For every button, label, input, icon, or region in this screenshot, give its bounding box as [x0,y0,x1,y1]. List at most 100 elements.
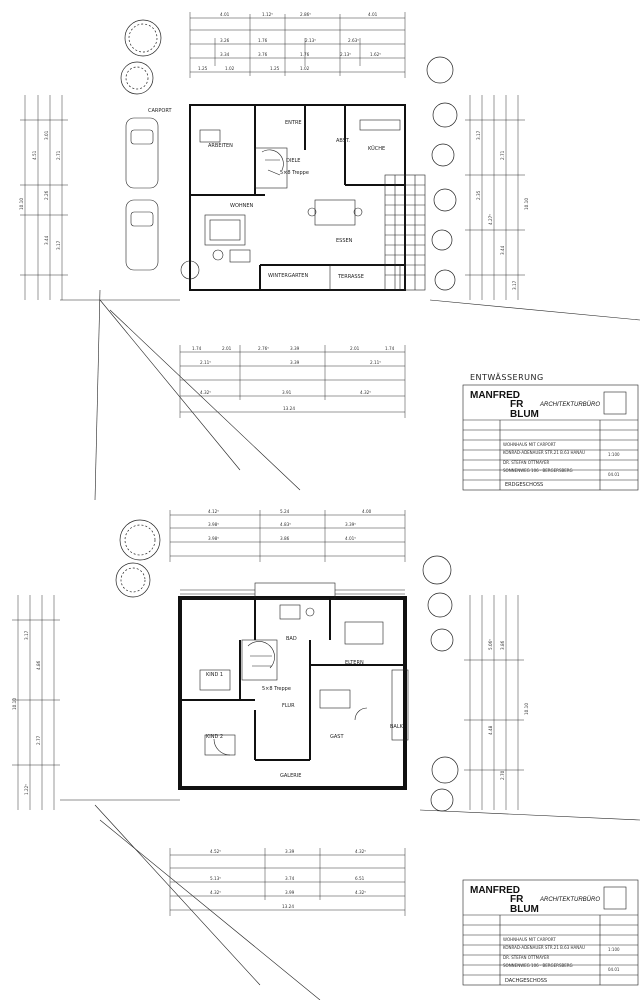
architect-logo-tag: ARCHITEKTURBÜRO [539,896,600,903]
dim-label: 2.71 [500,150,505,160]
client-address: SONNENWEG 106 · BERGERSBERG [503,963,573,968]
project-name: WOHNHAUS MIT CARPORT [503,937,556,942]
dim-label: 3.39⁵ [345,522,356,527]
dim-label: 2.13⁵ [340,52,351,57]
architect-logo-name: MANFRED [470,885,520,896]
dim-label: 4.32⁵ [355,890,366,895]
bottom-dimension-chain: 1.74 2.01 2.76⁵ 3.39 2.01 1.74 2.11⁵ 3.3… [179,345,406,418]
room-label-flur: FLUR [282,703,295,709]
dim-label: 3.74 [285,876,295,881]
dim-label: 3.01 [44,130,49,140]
dim-label: 4.01 [368,12,378,17]
dim-label: 4.86 [36,660,41,670]
dim-label: 2.63⁵ [348,38,359,43]
attic-floor-walls [178,582,409,790]
room-label-balk: BALK. [390,724,405,730]
dim-label: 4.52⁵ [210,849,221,854]
dim-label: 2.11⁵ [370,360,381,365]
room-label-wohnen: WOHNEN [230,203,254,209]
room-label-kuche: KÜCHE [368,145,385,152]
dim-label: 10.10 [19,198,24,210]
tree-symbol [426,56,458,291]
dim-label: 1.02 [225,66,235,71]
dim-label: 1.02 [300,66,310,71]
left-dimension-chain: 10.10 3.17 4.86 2.77 1.22⁵ [12,595,60,810]
right-dimension-chain: 3.86 5.06⁵ 4.48 2.70 10.10 [464,595,529,810]
room-label-kind2: KIND 2 [206,734,223,740]
dim-label: 2.35 [476,190,481,200]
room-label-essen: ESSEN [336,238,353,244]
room-label-arbeiten: ARBEITEN [208,143,233,149]
dim-label: 5.24 [280,509,290,514]
project-address: KONRAD-ADENAUER STR.21 B.63 HANAU [503,450,585,455]
dim-label: 4.51 [32,150,37,160]
dim-label: 2.26 [44,190,49,200]
dim-label: 4.01 [220,12,230,17]
dim-label: 2.71 [56,150,61,160]
ground-floor-walls [189,104,406,291]
dim-label: 4.27⁵ [488,214,493,225]
dim-label: 1.76 [300,52,310,57]
title-block-attic: MANFRED FR BLUM ARCHITEKTURBÜRO WOHNHAUS… [462,879,639,986]
plan-date: 04.01 [608,472,620,477]
terrace-hatch [329,174,426,291]
room-label-gast: GAST [330,734,344,740]
furniture [180,119,401,280]
dim-label: 3.39 [290,360,300,365]
dim-label: 1.74 [192,346,202,351]
room-label-eltern: ELTERN [345,660,364,666]
dim-label: 3.26 [220,38,230,43]
room-label-stair: 5×8 Treppe [262,686,291,692]
dim-label: 3.17 [24,630,29,640]
dim-label: 2.70 [500,770,505,780]
dim-label: 13.24 [283,406,295,411]
dim-label: 4.83⁵ [280,522,291,527]
room-label-stair: 5×8 Treppe [280,170,309,176]
dim-label: 3.91 [282,390,292,395]
tree-symbol [115,519,161,598]
dim-label: 1.76 [258,38,268,43]
furniture [199,604,384,756]
dim-label: 13.24 [282,904,294,909]
architect-logo-fr: FR [510,399,524,410]
dim-label: 2.11⁵ [200,360,211,365]
drainage-heading: ENTWÄSSERUNG [470,372,544,382]
dim-label: 3.17 [512,280,517,290]
dim-label: 2.01 [222,346,232,351]
dim-label: 2.13⁵ [305,38,316,43]
bottom-dimension-chain: 4.52⁵ 3.39 4.32⁵ 5.13⁵ 3.74 6.51 4.32⁵ 3… [169,848,406,916]
client-address: SONNENWEG 106 · BERGERSBERG [503,468,573,473]
client-name: DR. STEFAN OTTMAYER [503,460,550,465]
dim-label: 10.10 [524,198,529,210]
dim-label: 10.10 [12,698,17,710]
tree-symbol [120,19,162,95]
dim-label: 4.00 [362,509,372,514]
dim-label: 2.77 [36,735,41,745]
dim-label: 3.76 [258,52,268,57]
car-symbol [125,117,159,271]
dim-label: 1.12⁵ [262,12,273,17]
dim-label: 6.51 [355,876,365,881]
top-dimension-chain: 4.12⁵ 5.24 4.00 3.98⁵ 4.83⁵ 3.39⁵ 3.98⁵ … [169,509,406,562]
dim-label: 3.17 [476,130,481,140]
dim-label: 3.39 [285,849,295,854]
architect-logo-fr: FR [510,894,524,905]
plan-name: DACHGESCHOSS [505,978,547,984]
dim-label: 4.32⁵ [200,390,211,395]
dim-label: 2.86⁵ [300,12,311,17]
room-label-bad: BAD [286,636,297,642]
room-label-kind1: KIND 1 [206,672,223,678]
dim-label: 1.74 [385,346,395,351]
architect-logo-name: MANFRED [470,390,520,401]
room-label-entre: ENTRE [285,120,302,126]
site-lines [60,289,640,501]
dim-label: 1.25 [198,66,208,71]
left-dimension-chain: 10.10 4.51 3.01 2.26 3.44 2.71 3.17 [19,95,68,300]
dim-label: 3.98⁵ [208,536,219,541]
dim-label: 1.22⁵ [24,784,29,795]
dim-label: 1.62⁵ [370,52,381,57]
dim-label: 3.44 [44,235,49,245]
plan-scale: 1:100 [608,947,620,952]
dim-label: 3.98⁵ [208,522,219,527]
